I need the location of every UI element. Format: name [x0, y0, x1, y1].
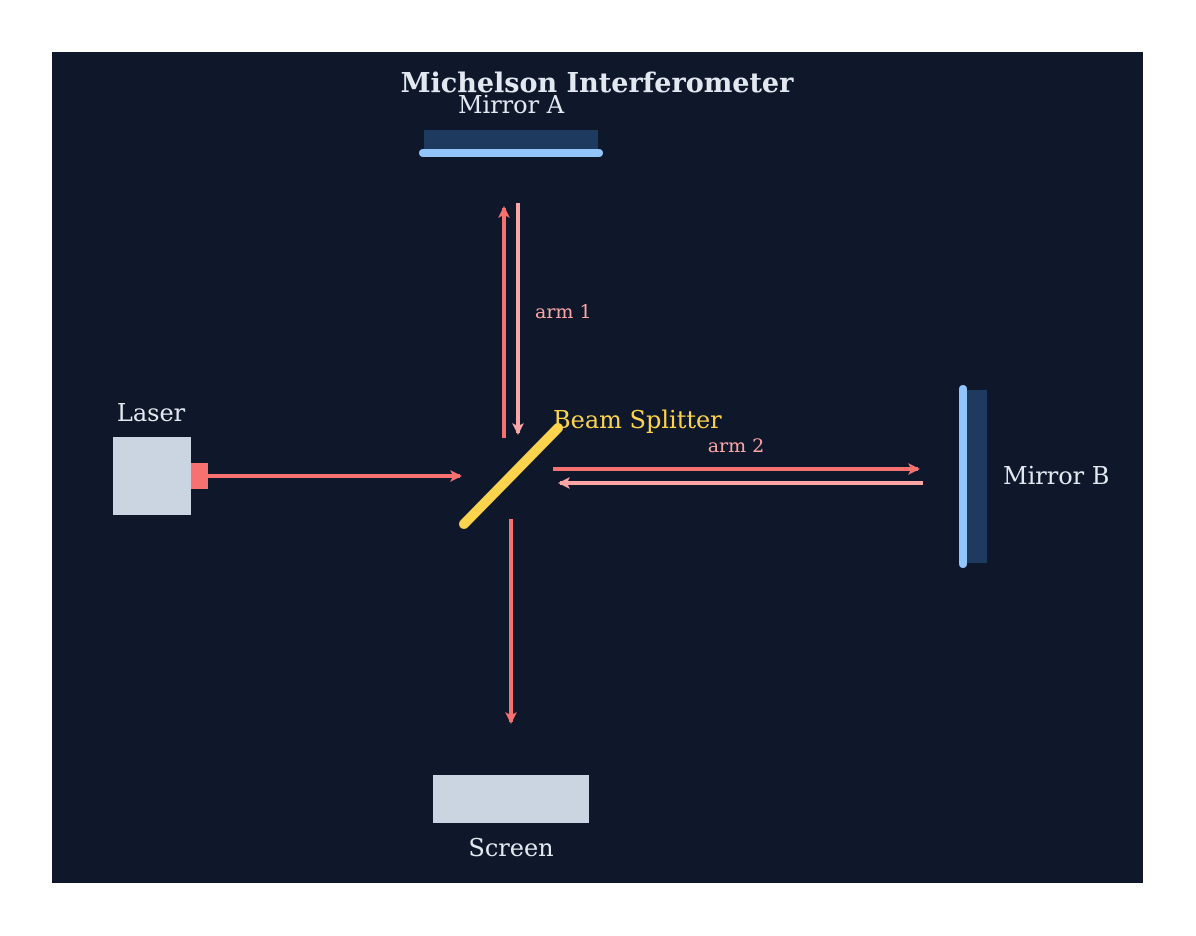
laser-label: Laser: [117, 399, 186, 427]
beam-splitter: [459, 423, 563, 529]
laser-body: [113, 437, 191, 515]
screen-detector: [433, 775, 589, 823]
mirror-a-label: Mirror A: [458, 91, 565, 119]
screen-label: Screen: [468, 834, 553, 862]
beam-splitter-label: Beam Splitter: [553, 406, 722, 434]
diagram-title: Michelson Interferometer: [401, 68, 794, 99]
mirror-a-backing: [424, 130, 598, 152]
mirror-b-backing: [966, 390, 987, 563]
mirror-b-label: Mirror B: [1003, 462, 1109, 490]
laser-aperture: [191, 463, 208, 489]
arm2-label: arm 2: [708, 435, 765, 457]
arm1-label: arm 1: [535, 301, 592, 323]
